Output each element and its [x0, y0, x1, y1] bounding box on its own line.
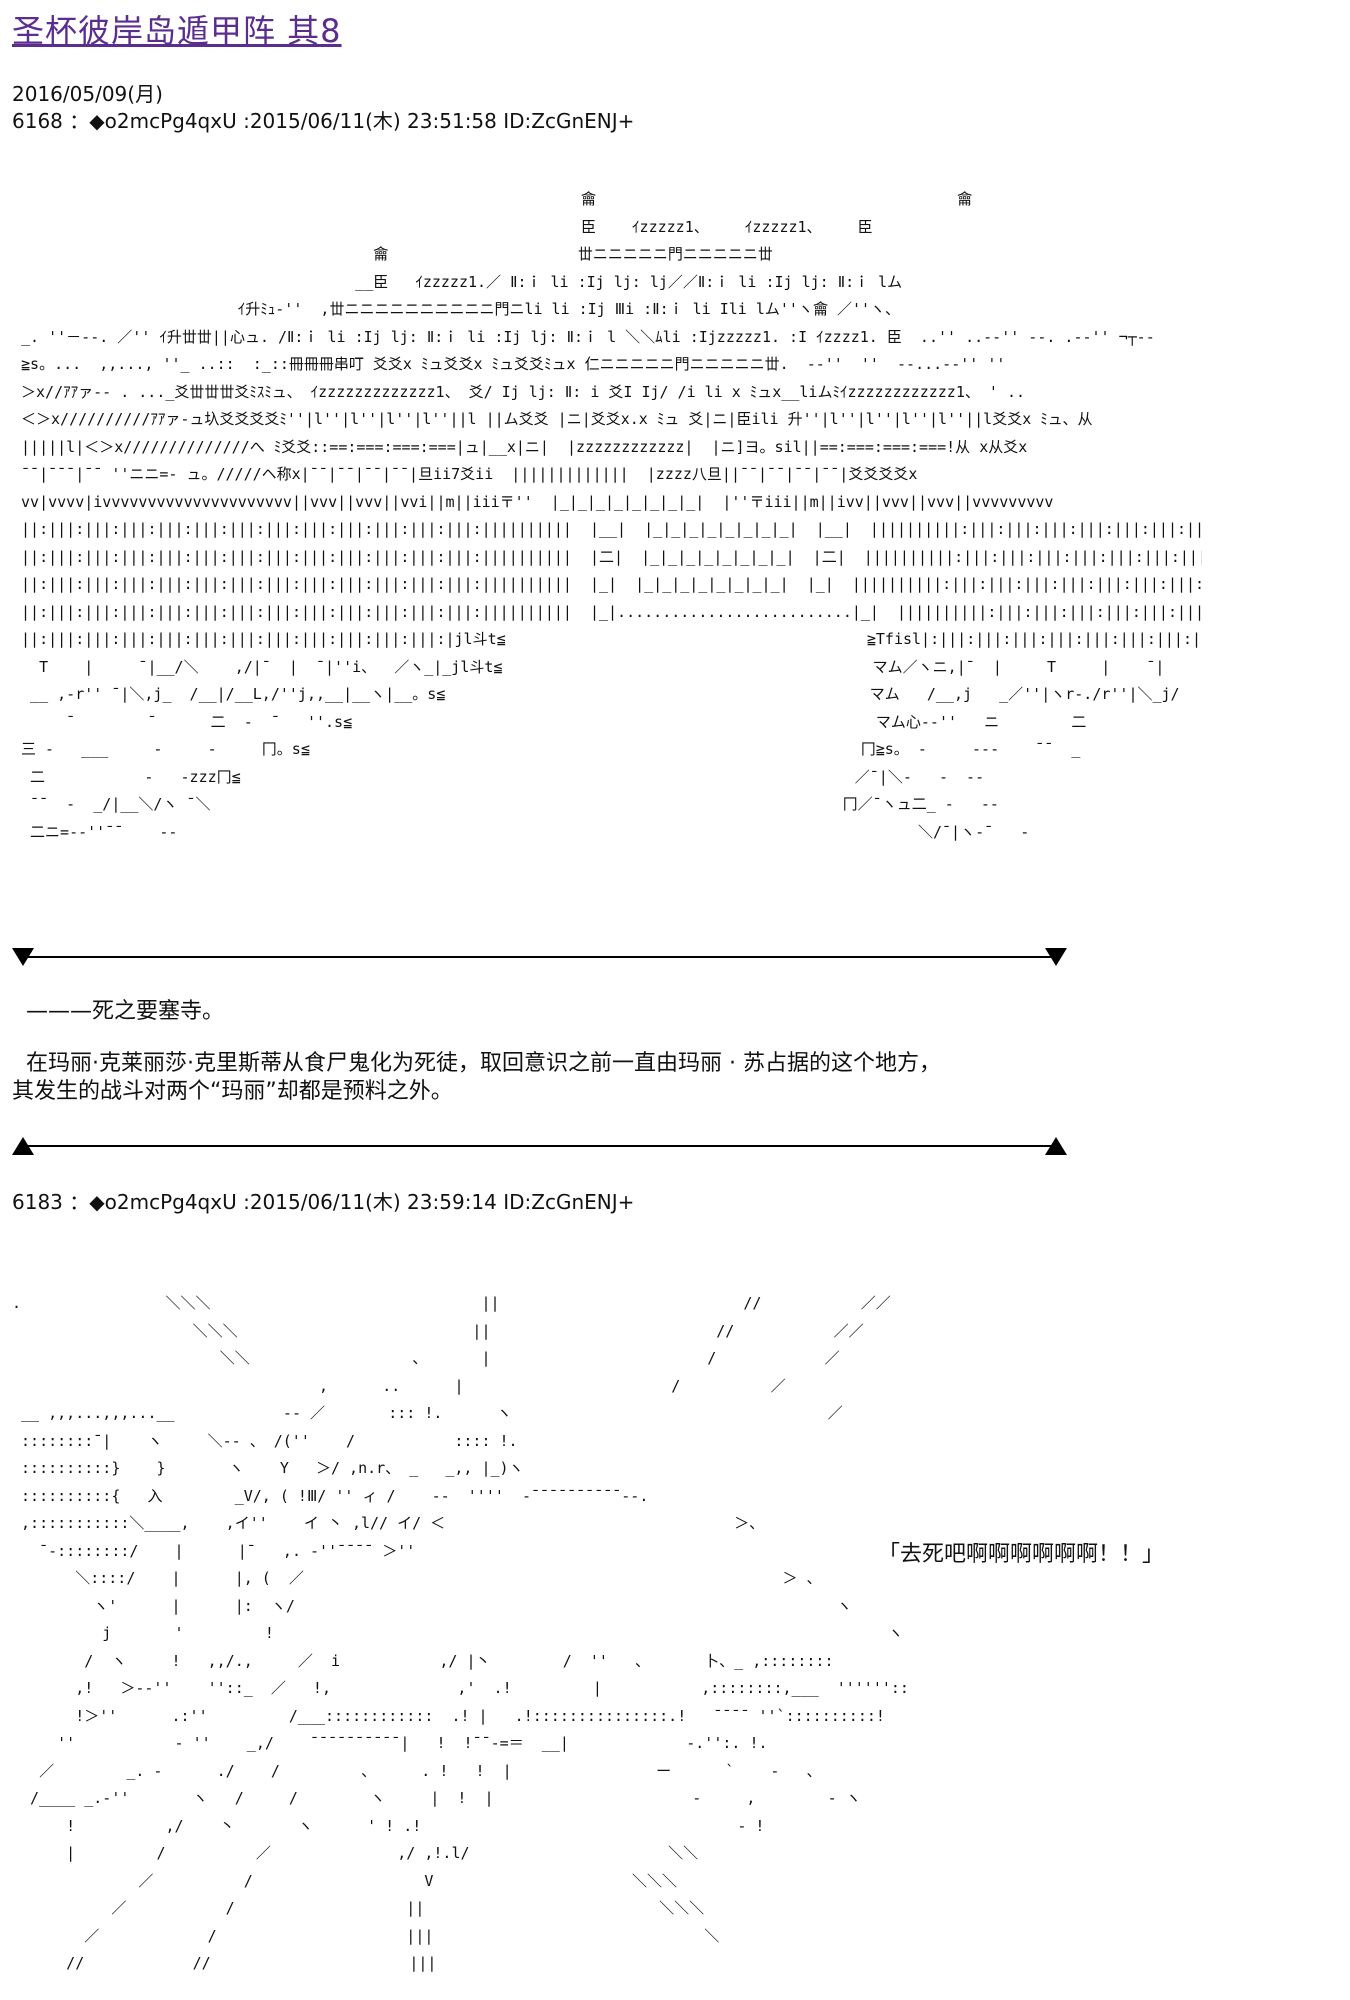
triangle-down-icon — [12, 948, 34, 966]
post-date: 2016/05/09(月) — [12, 82, 163, 106]
triangle-up-icon — [12, 1137, 34, 1155]
triangle-up-icon — [1045, 1137, 1067, 1155]
attack-ascii-art: . ＼＼＼ || // ／／ ＼＼＼ || // ／／ — [12, 1294, 912, 1972]
post-header: 6168 ：◆o2mcPg4qxU :2015/06/11(木) 23:51:5… — [12, 109, 635, 133]
speech-bubble-text: 「去死吧啊啊啊啊啊啊！！」 — [878, 1542, 1165, 1567]
divider-top — [12, 946, 1067, 968]
divider-bottom — [12, 1135, 1067, 1157]
narration-line-2: 在玛丽·克莱丽莎·克里斯蒂从食尸鬼化为死徒，取回意识之前一直由玛丽 · 苏占据的… — [12, 1051, 941, 1076]
narration-line-1: ———死之要塞寺。 — [12, 999, 224, 1024]
post-header: 6183 ：◆o2mcPg4qxU :2015/06/11(木) 23:59:1… — [12, 1190, 635, 1214]
narration-line-3: 其发生的战斗对两个“玛丽”却都是预料之外。 — [12, 1079, 453, 1104]
page-title[interactable]: 圣杯彼岸岛遁甲阵 其8 — [12, 12, 342, 50]
triangle-down-icon — [1045, 948, 1067, 966]
castle-ascii-art: 龠 龠 臣 ｲzzzzz1、 ｲzzzzz1、 臣 龠 丗 — [21, 190, 1202, 841]
